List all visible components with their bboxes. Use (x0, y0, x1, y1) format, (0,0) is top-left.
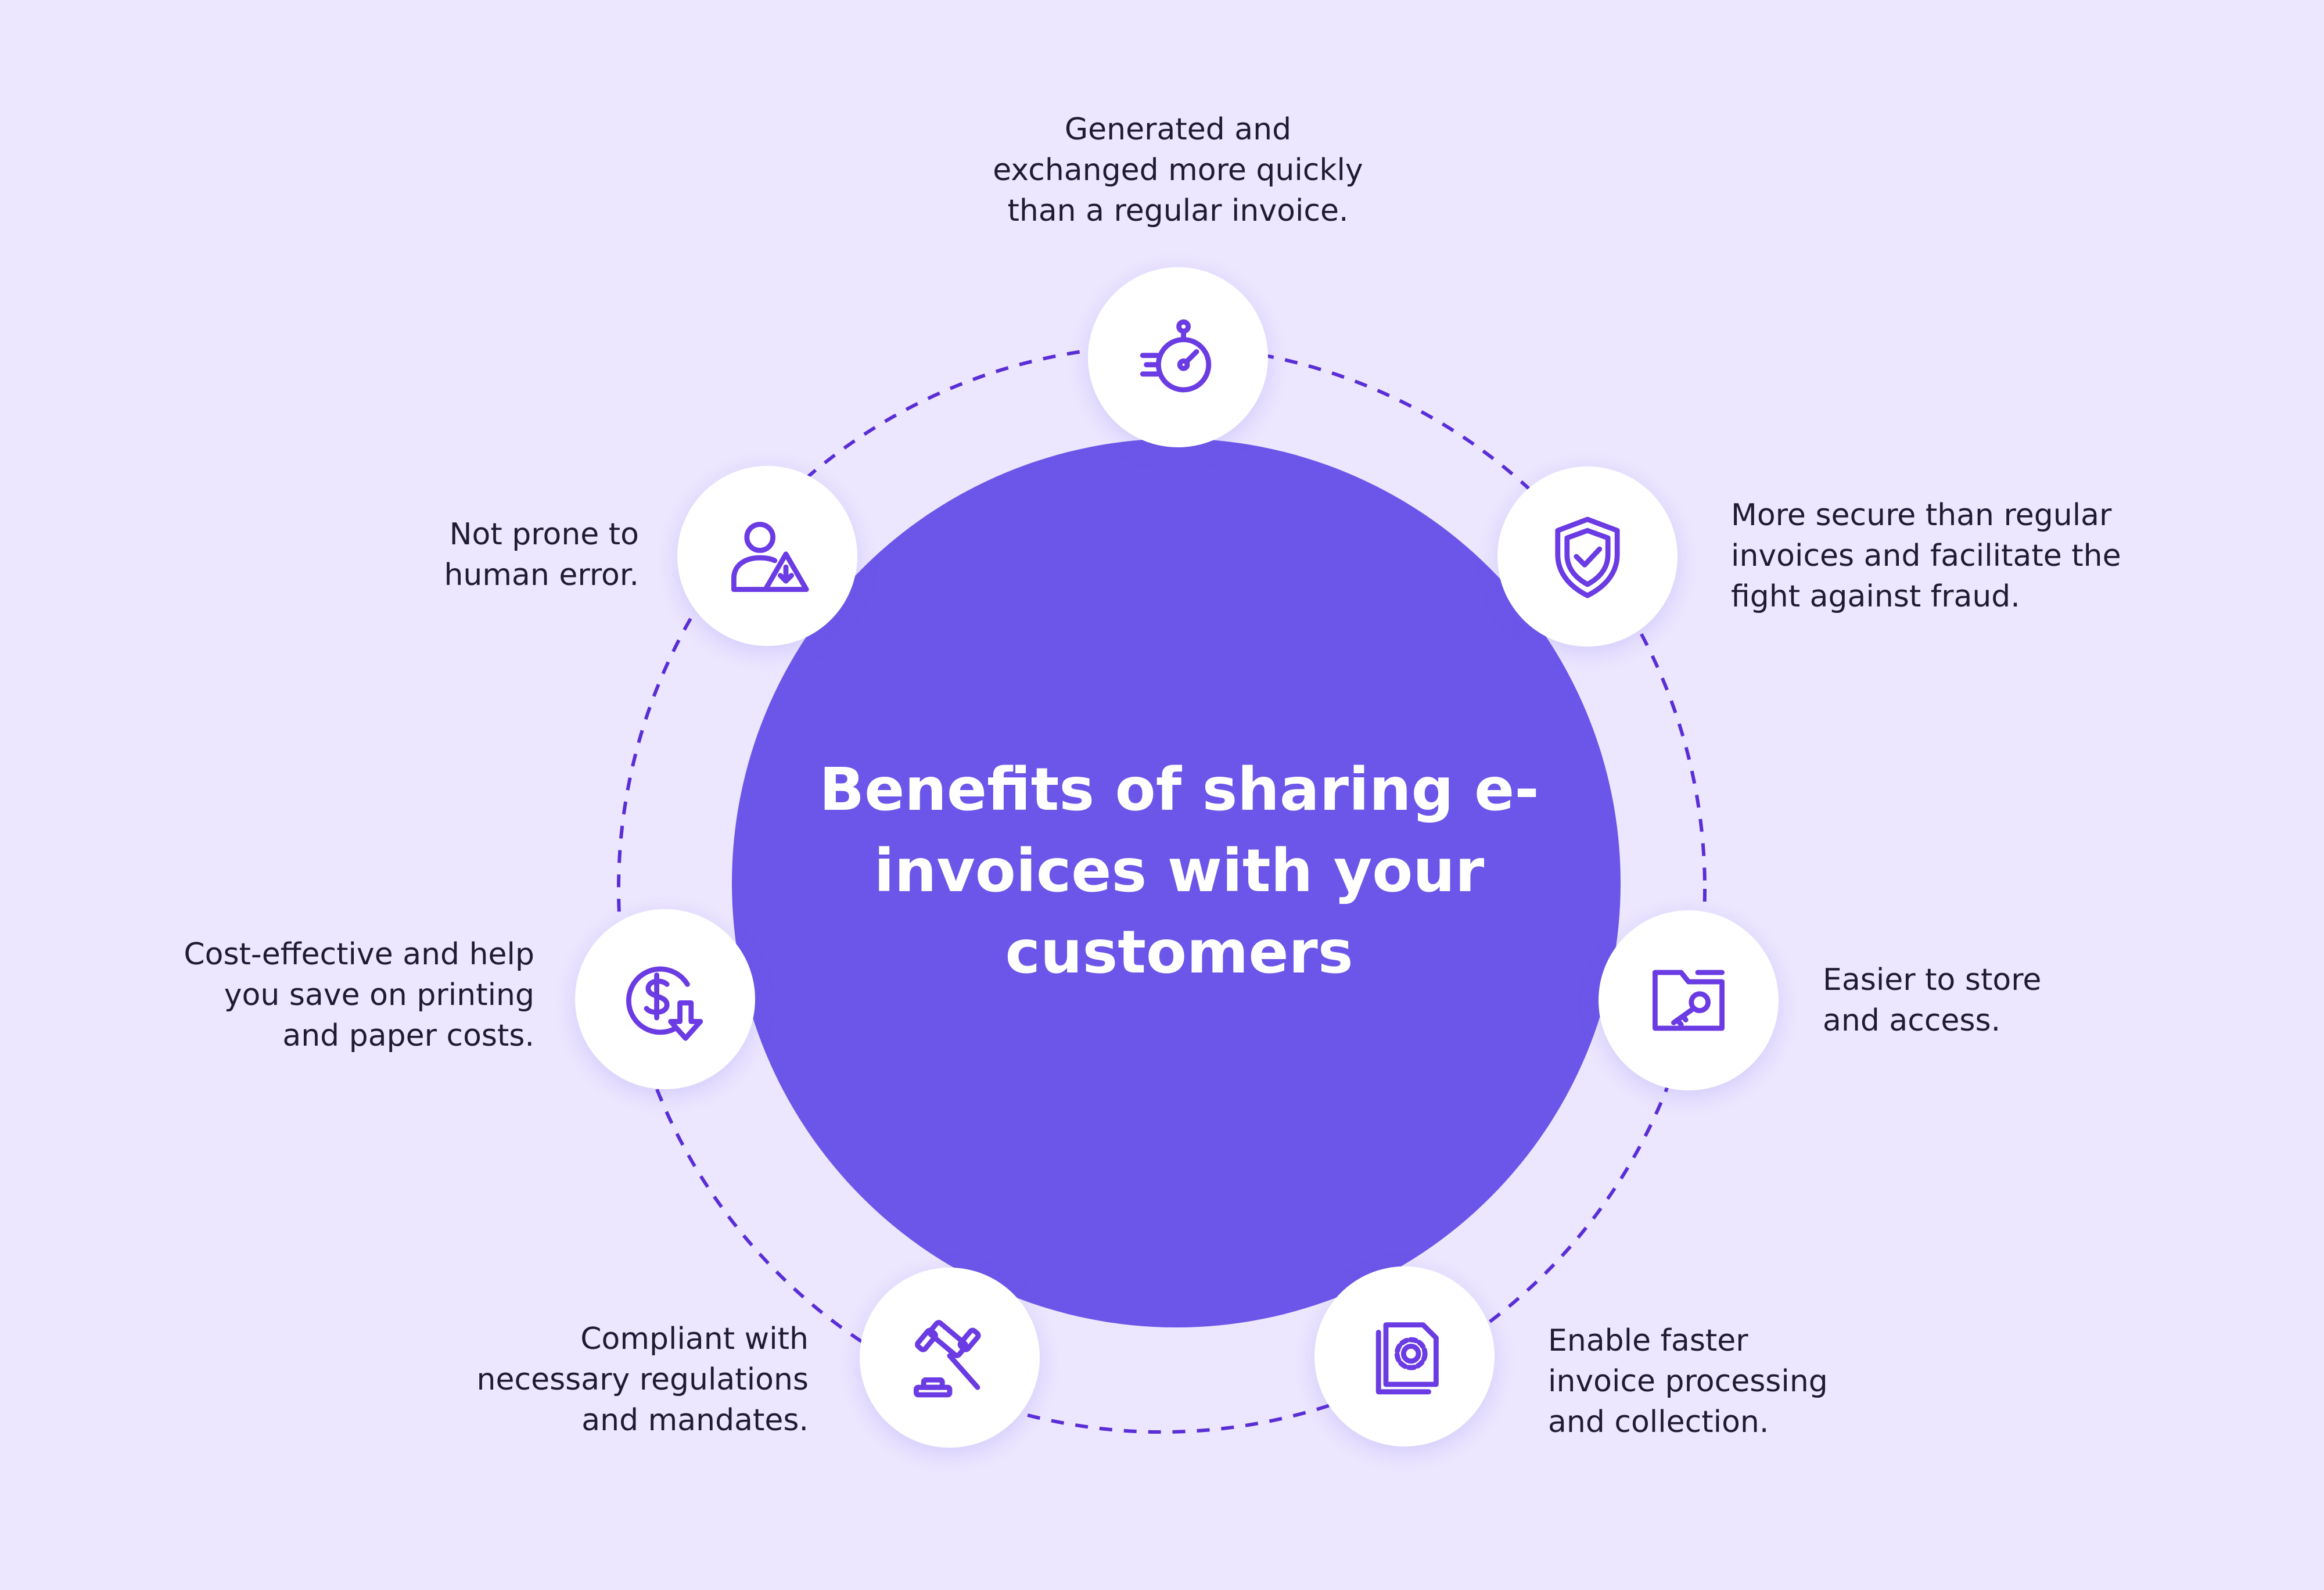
center-circle (732, 439, 1621, 1327)
dashed-ring (617, 344, 1707, 1434)
benefit-node-accuracy (677, 466, 857, 646)
user-warning-icon (731, 522, 809, 592)
dollar-download-icon (626, 966, 703, 1041)
folder-key-icon (1653, 970, 1725, 1031)
documents-gear-icon (1375, 1322, 1439, 1395)
benefit-node-cost (575, 909, 755, 1089)
benefit-node-processing (1314, 1266, 1495, 1447)
benefit-node-speed (1088, 267, 1268, 447)
benefit-label-processing: Enable faster invoice processing and col… (1548, 1323, 1828, 1440)
center-title: Benefits of sharing e-invoices with your… (819, 755, 1539, 987)
stopwatch-speed-icon (1140, 319, 1212, 393)
benefit-label-compliance: Compliant with necessary regulations and… (476, 1322, 809, 1438)
shield-check-icon (1555, 516, 1620, 598)
benefit-label-cost: Cost-effective and help you save on prin… (184, 937, 534, 1053)
benefit-label-accuracy: Not prone to human error. (444, 517, 639, 593)
benefit-label-security: More secure than regular invoices and fa… (1731, 498, 2121, 614)
benefit-label-storage: Easier to store and access. (1823, 963, 2042, 1038)
benefit-node-storage (1599, 910, 1779, 1090)
benefit-label-speed: Generated and exchanged more quickly tha… (993, 112, 1363, 228)
gavel-icon (914, 1320, 981, 1398)
benefit-node-compliance (860, 1268, 1040, 1448)
benefit-node-security (1497, 466, 1678, 647)
